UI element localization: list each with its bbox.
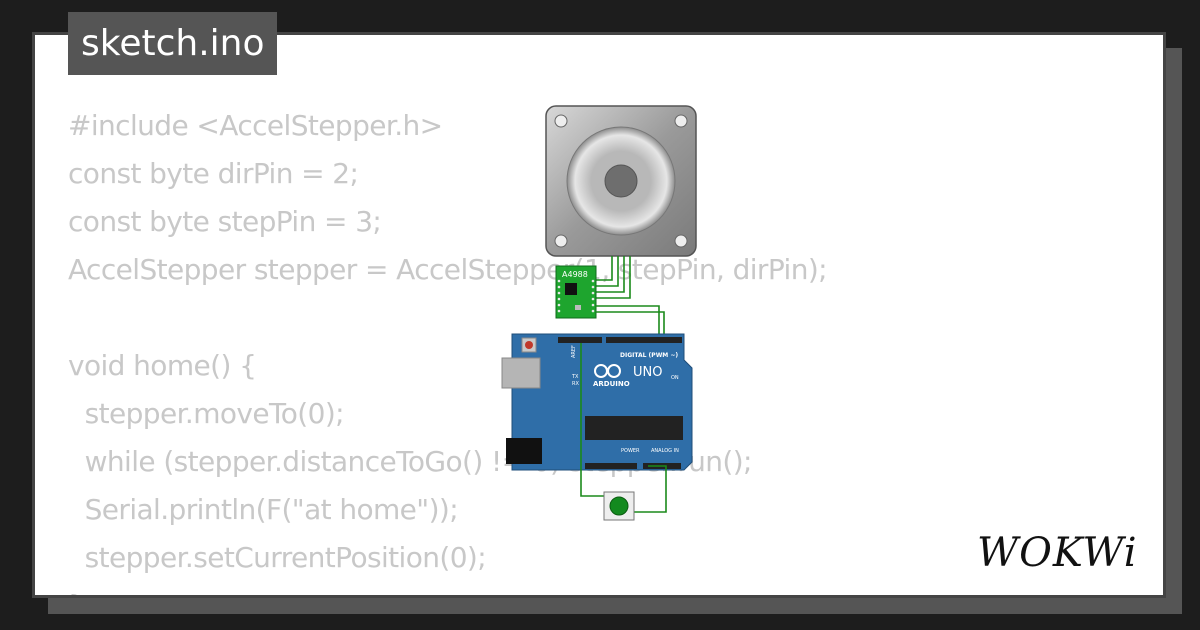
motor-shaft xyxy=(604,164,638,198)
arduino-uno[interactable]: DIGITAL (PWM ~) AREF TX RX ON UNO ARDUIN… xyxy=(501,333,693,471)
button-wires xyxy=(580,343,667,513)
motor-screw xyxy=(674,234,688,248)
code-line: void home() { xyxy=(68,349,257,382)
code-line: #include <AccelStepper.h> xyxy=(68,109,443,142)
arduino-infinity-icon xyxy=(594,364,621,378)
code-line: stepper.moveTo(0); xyxy=(68,397,345,430)
header-top-right xyxy=(606,337,682,343)
code-line: const byte dirPin = 2; xyxy=(68,157,359,190)
a4988-driver[interactable]: A4988 xyxy=(555,265,597,319)
power-label: POWER xyxy=(621,448,640,454)
motor-screw xyxy=(554,114,568,128)
motor-screw xyxy=(674,114,688,128)
tx-label: TX xyxy=(571,374,579,380)
board-model: UNO xyxy=(633,365,662,380)
driver-chip xyxy=(565,283,577,295)
wokwi-logo: WOKWi xyxy=(977,530,1138,576)
code-line: stepper.setCurrentPosition(0); xyxy=(68,541,487,574)
driver-pins xyxy=(557,279,595,313)
code-line: while (stepper.distanceToGo() != 0) step… xyxy=(68,445,753,478)
code-line: AccelStepper stepper = AccelStepper(1, s… xyxy=(68,253,828,286)
atmega-chip xyxy=(585,416,683,440)
driver-wires xyxy=(596,305,665,340)
analog-label: ANALOG IN xyxy=(651,448,679,454)
digital-label: DIGITAL (PWM ~) xyxy=(620,352,678,359)
button-cap xyxy=(609,496,629,516)
code-line: } xyxy=(68,582,827,595)
code-preview: #include <AccelStepper.h> const byte dirP… xyxy=(68,102,828,595)
code-line: const byte stepPin = 3; xyxy=(68,205,382,238)
motor-screw xyxy=(554,234,568,248)
motor-wires xyxy=(596,256,631,299)
board-brand: ARDUINO xyxy=(593,380,630,388)
pushbutton[interactable] xyxy=(603,491,635,521)
rx-label: RX xyxy=(572,381,579,387)
aref-label: AREF xyxy=(571,345,577,358)
usb-connector xyxy=(501,357,541,389)
on-label: ON xyxy=(671,375,679,381)
header-power xyxy=(585,463,637,469)
driver-label: A4988 xyxy=(562,270,588,279)
logo-text: WOKWi xyxy=(977,530,1138,576)
stepper-motor[interactable] xyxy=(545,105,697,257)
driver-pot xyxy=(575,305,581,310)
header-top-left xyxy=(558,337,602,343)
power-jack xyxy=(506,438,542,464)
code-line: Serial.println(F("at home")); xyxy=(68,493,459,526)
reset-button-cap xyxy=(525,341,533,349)
file-tab[interactable]: sketch.ino xyxy=(68,12,278,75)
